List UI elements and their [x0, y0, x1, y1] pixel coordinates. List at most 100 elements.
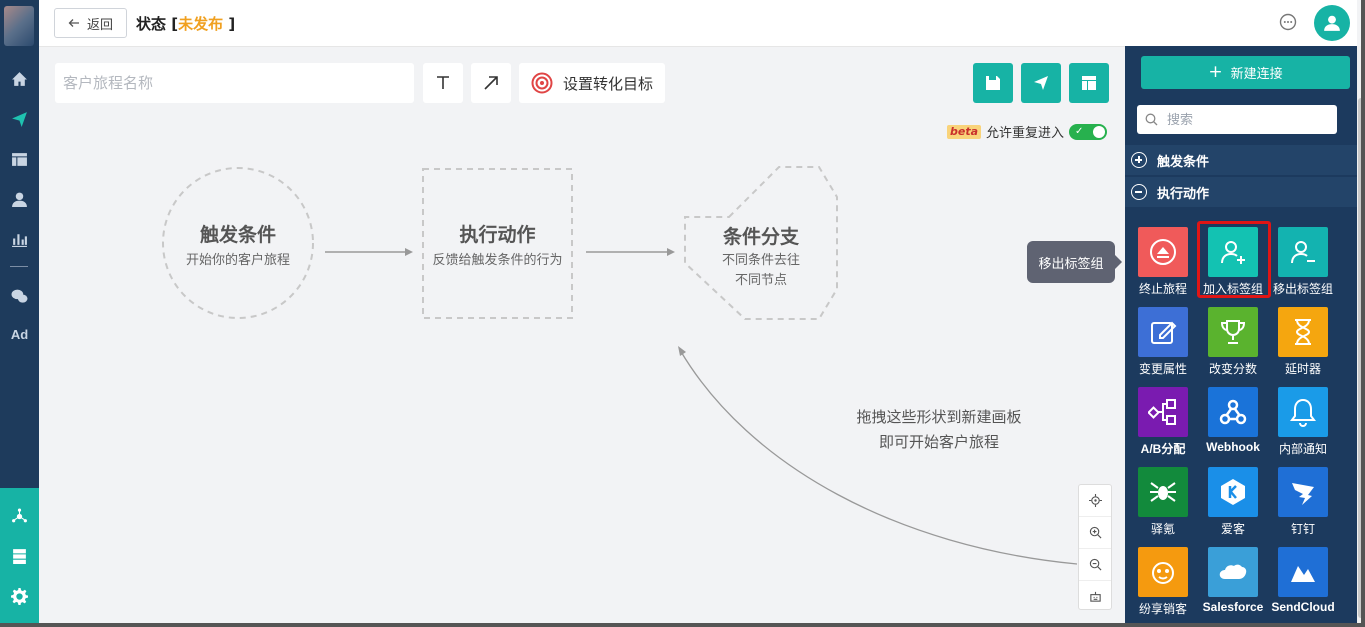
tile-icon-box[interactable] [1138, 387, 1188, 437]
action-node-title: 执行动作 [459, 224, 536, 246]
app-logo [4, 6, 34, 46]
drag-hint: 拖拽这些形状到新建画板 即可开始客户旅程 [819, 405, 1059, 455]
hint-arrow-curve [679, 349, 1078, 565]
window-frame-bottom [0, 623, 1365, 627]
new-connection-button[interactable]: + 新建连接 [1141, 56, 1350, 89]
section-triggers[interactable]: 触发条件 [1125, 145, 1357, 175]
action-tile[interactable]: 钉钉 [1270, 467, 1336, 537]
text-tool-button[interactable] [423, 63, 463, 103]
user-icon[interactable] [0, 187, 39, 211]
ad-icon[interactable]: Ad [10, 327, 29, 342]
status-bracket-close: ] [228, 15, 236, 33]
publish-button[interactable] [1021, 63, 1061, 103]
tile-label: 移出标签组 [1272, 282, 1333, 296]
branch-node-shape[interactable] [684, 166, 838, 320]
sendcloud-icon [1291, 566, 1315, 582]
zoom-in-button[interactable] [1079, 517, 1111, 549]
wechat-icon[interactable] [0, 284, 39, 308]
zoom-controls [1078, 484, 1112, 610]
action-tile[interactable]: A/B分配 [1130, 387, 1196, 457]
trigger-node-shape[interactable] [162, 167, 314, 319]
reentry-label: 允许重复进入 [986, 126, 1065, 141]
tile-label: A/B分配 [1140, 442, 1186, 456]
network-icon[interactable] [0, 504, 39, 528]
connector-arrowhead [667, 248, 675, 256]
tile-icon-box[interactable] [1138, 547, 1188, 597]
layout-icon[interactable] [0, 147, 39, 171]
crosshair-icon [1088, 494, 1102, 507]
section-actions[interactable]: 执行动作 [1125, 177, 1357, 207]
action-tile[interactable]: 驿氪 [1130, 467, 1196, 537]
tile-icon-box[interactable] [1208, 387, 1258, 437]
auto-layout-button[interactable] [1079, 581, 1111, 612]
set-goal-button[interactable]: 设置转化目标 [519, 63, 666, 103]
tile-icon-box[interactable] [1278, 227, 1328, 277]
tile-icon-box[interactable] [1138, 467, 1188, 517]
highlight-box [1197, 221, 1271, 298]
tile-icon-box[interactable] [1138, 307, 1188, 357]
action-tile[interactable]: Webhook [1200, 387, 1266, 454]
set-goal-label: 设置转化目标 [563, 74, 654, 93]
locate-button[interactable] [1079, 485, 1111, 517]
bell-icon [1290, 398, 1316, 427]
action-tile[interactable]: 移出标签组 [1270, 227, 1336, 297]
status-bracket-open: [ [171, 15, 179, 33]
tile-icon-box[interactable] [1208, 227, 1258, 277]
tile-icon-box[interactable] [1278, 547, 1328, 597]
arrow-icon [484, 76, 498, 90]
action-node-shape[interactable] [422, 168, 573, 319]
action-tile[interactable]: 改变分数 [1200, 307, 1266, 377]
action-tile[interactable]: 纷享销客 [1130, 547, 1196, 617]
tile-icon-box[interactable] [1278, 387, 1328, 437]
chat-icon[interactable] [1279, 13, 1297, 31]
tile-icon-box[interactable] [1138, 227, 1188, 277]
zoom-in-icon [1089, 526, 1101, 539]
action-tile[interactable]: SendCloud [1270, 547, 1336, 614]
send-icon[interactable] [0, 107, 39, 131]
drag-hint-line-1: 拖拽这些形状到新建画板 [856, 408, 1022, 426]
chart-icon[interactable] [0, 227, 39, 251]
fxiaoke-icon [1152, 562, 1174, 584]
reentry-toggle[interactable]: ✓ [1069, 123, 1108, 140]
trophy-icon [1220, 320, 1246, 344]
save-button[interactable] [973, 63, 1013, 103]
reentry-setting: beta 允许重复进入 ✓ [947, 122, 1108, 141]
search-input[interactable] [1165, 105, 1334, 136]
robot-icon [1089, 591, 1101, 602]
arrow-tool-button[interactable] [471, 63, 511, 103]
status-badge: 未发布 [178, 15, 224, 33]
action-tile[interactable]: Salesforce [1200, 547, 1266, 614]
beta-badge: beta [947, 124, 982, 139]
avatar[interactable] [1314, 5, 1350, 41]
eject-icon [1150, 239, 1176, 265]
tile-label: 驿氪 [1150, 522, 1175, 536]
home-icon[interactable] [0, 67, 39, 91]
back-button[interactable]: 返回 [54, 8, 127, 38]
user-icon [1324, 15, 1340, 31]
new-connection-label: 新建连接 [1230, 67, 1283, 82]
action-tile[interactable]: 延时器 [1270, 307, 1336, 377]
ab-split-icon [1148, 399, 1176, 425]
journey-canvas[interactable]: 设置转化目标 beta 允许重复进入 ✓ 触发条件 开始你的客户旅程 执行动作 … [39, 47, 1125, 623]
search-icon [1145, 113, 1158, 126]
action-tile[interactable]: 变更属性 [1130, 307, 1196, 377]
tile-icon-box[interactable] [1208, 307, 1258, 357]
template-button[interactable] [1069, 63, 1109, 103]
tile-icon-box[interactable] [1208, 467, 1258, 517]
zoom-out-button[interactable] [1079, 549, 1111, 581]
action-tile[interactable]: 爱客 [1200, 467, 1266, 537]
hint-arrowhead [678, 346, 686, 356]
database-icon[interactable] [0, 544, 39, 568]
tile-label: 内部通知 [1278, 442, 1327, 456]
tile-icon-box[interactable] [1278, 467, 1328, 517]
settings-icon[interactable] [0, 584, 39, 608]
action-tile[interactable]: 加入标签组 [1200, 227, 1266, 297]
layout-icon [1082, 76, 1096, 90]
journey-name-input[interactable] [55, 63, 414, 103]
action-tile[interactable]: 内部通知 [1270, 387, 1336, 457]
tile-icon-box[interactable] [1208, 547, 1258, 597]
tile-icon-box[interactable] [1278, 307, 1328, 357]
expand-icon [1131, 152, 1147, 168]
tile-label: Webhook [1206, 440, 1260, 454]
action-tile[interactable]: 终止旅程 [1130, 227, 1196, 297]
